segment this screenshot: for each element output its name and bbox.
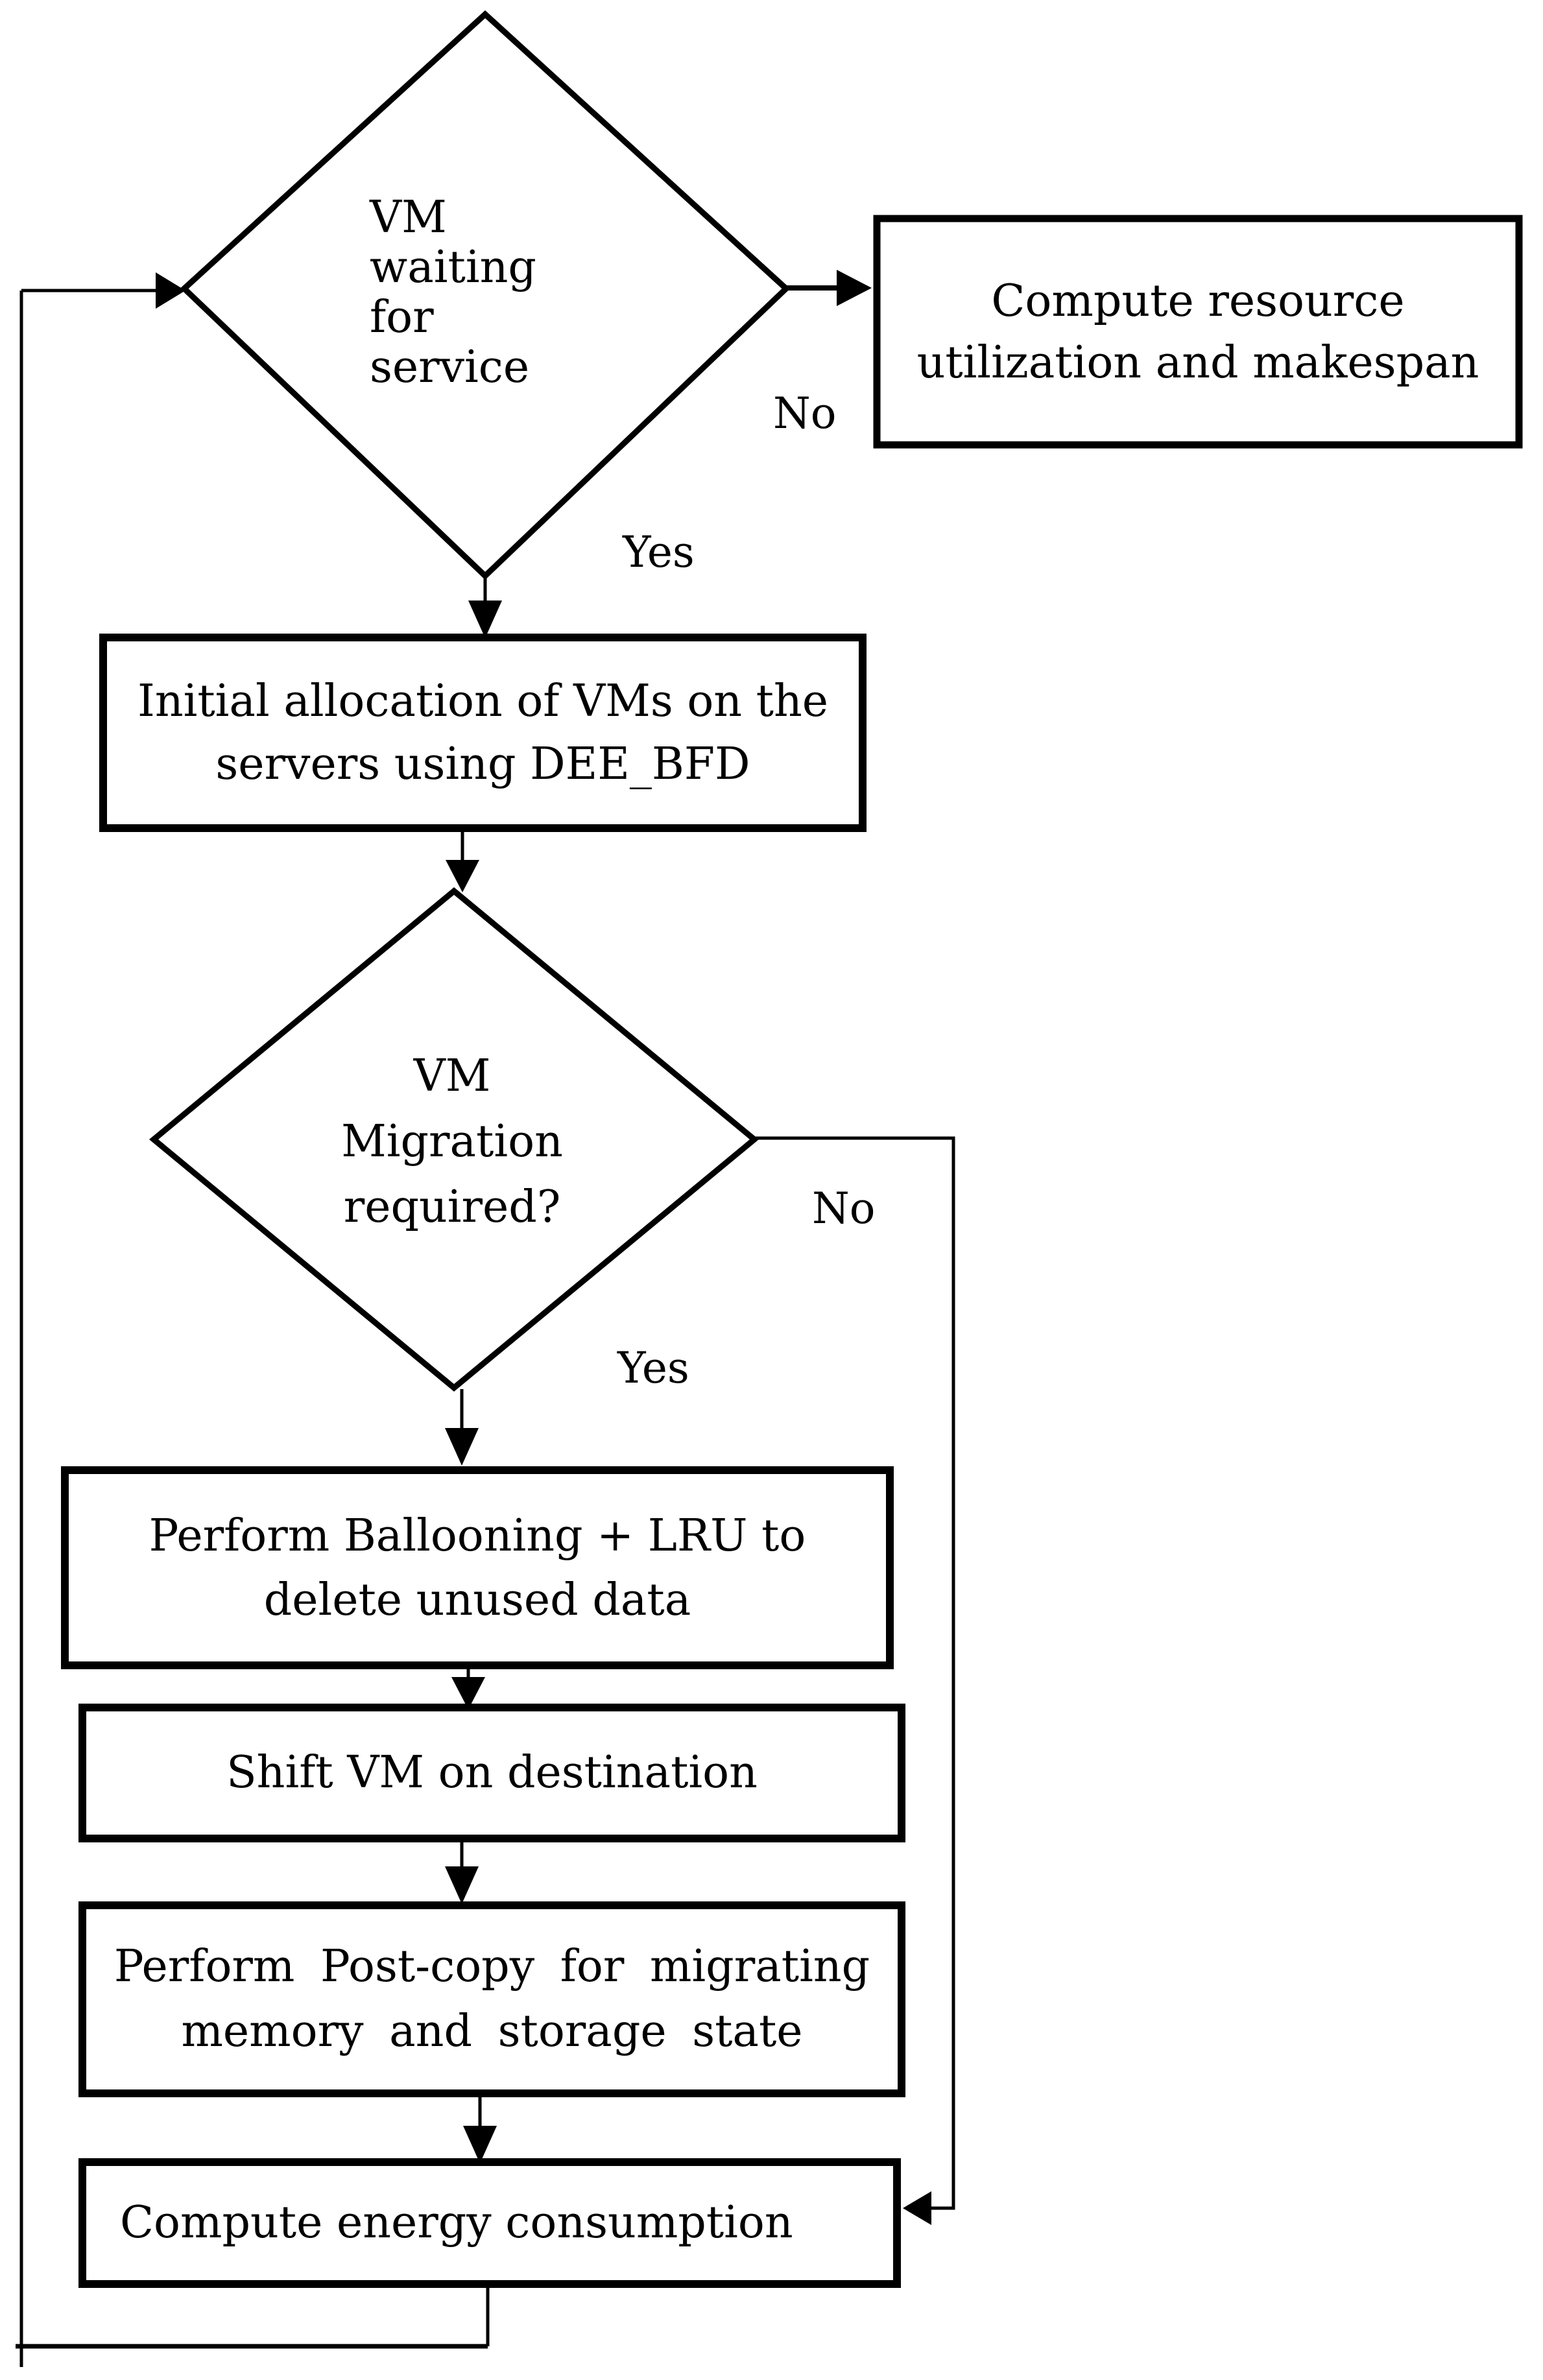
compute-energy-label: Compute energy consumption [120,2197,793,2248]
edge-label-no-vm-waiting: No [773,388,837,438]
process-post-copy [78,1901,905,2097]
process-compute-energy [78,2158,901,2288]
arrowhead-into-ballooning [445,1428,479,1466]
edge-label-yes-vm-migration: Yes [617,1343,689,1393]
ballooning-label: Perform Ballooning + LRU to delete unuse… [149,1510,806,1626]
arrowhead-into-compute-energy-top [463,2126,497,2163]
post-copy-label: Perform Post-copy for migrating memory a… [114,1941,870,2057]
arrowhead-into-initial-allocation [468,601,502,638]
arrowhead-into-vm-migration [446,860,479,892]
process-ballooning [61,1466,894,1669]
arrowhead-into-compute-energy-right [903,2191,931,2225]
arrowhead-into-post-copy [445,1866,479,1904]
shift-vm-label: Shift VM on destination [226,1747,758,1798]
process-initial-allocation [99,634,867,832]
initial-allocation-label: Initial allocation of VMs on the servers… [137,676,829,790]
vm-waiting-label: VM waiting for service [370,192,536,393]
decision-vm-migration [149,887,760,1392]
arrowhead-into-compute-utilization [837,270,872,306]
edge-label-yes-vm-waiting: Yes [623,527,695,577]
process-compute-utilization [873,215,1523,449]
vm-migration-label: VM Migration required? [341,1051,563,1233]
decision-vm-waiting [180,10,791,580]
arrowhead-into-vm-waiting [156,272,185,309]
compute-utilization-label: Compute resource utilization and makespa… [916,275,1479,388]
process-shift-vm [78,1704,905,1842]
arrowhead-into-shift-vm [451,1677,485,1709]
edge-vm-migration-to-compute-energy [754,1136,955,2210]
edge-label-no-vm-migration: No [812,1184,876,1233]
